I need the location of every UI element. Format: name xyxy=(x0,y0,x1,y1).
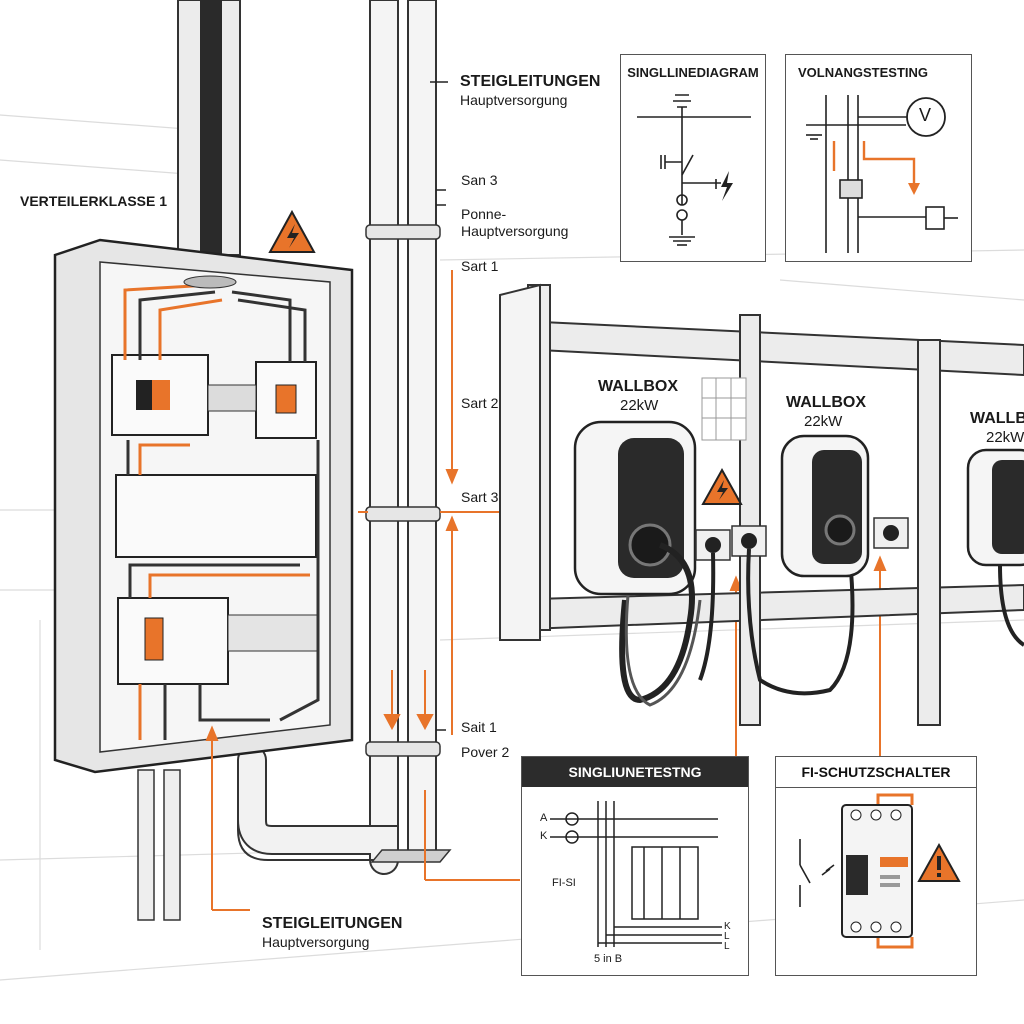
testing-title: SINGLIUNETESTNG xyxy=(522,757,748,787)
voltage-testing-schematic xyxy=(806,95,958,253)
breaker-icon xyxy=(841,804,913,938)
testing-panel: SINGLIUNETESTNG A K FI-SI 5 in B K L L xyxy=(521,756,749,976)
wallbox-2-title: WALLBOX xyxy=(786,394,866,411)
riser-label-ponne: Ponne- xyxy=(461,206,507,222)
riser-ticks xyxy=(430,81,448,731)
testing-phase-k: K xyxy=(540,830,548,842)
single-line-panel: SINGLLINEDIAGRAM xyxy=(620,54,766,262)
wallbox-3-title: WALLBOX xyxy=(970,410,1024,427)
voltage-testing-panel: VOLNANGSTESTING V xyxy=(785,54,972,262)
riser-label-san3: San 3 xyxy=(461,172,498,188)
testing-out-k: K xyxy=(724,921,731,932)
warning-icon xyxy=(917,842,961,882)
riser-duct xyxy=(177,0,452,875)
testing-fi-label: FI-SI xyxy=(552,877,576,889)
testing-phase-a: A xyxy=(540,812,548,824)
voltage-testing-title: VOLNANGSTESTING xyxy=(798,65,929,80)
wallbox-1-power: 22kW xyxy=(620,397,659,414)
breaker-row-top xyxy=(111,354,317,439)
testing-out-l2: L xyxy=(724,941,730,952)
wallbox-2-power: 22kW xyxy=(804,413,843,430)
cabinet-title: VERTEILERKLASSE 1 xyxy=(20,193,168,209)
wallbox-frame xyxy=(499,283,1024,726)
riser-label-pover2: Pover 2 xyxy=(461,744,510,760)
wallbox-1-title: WALLBOX xyxy=(598,378,678,395)
warning-icon xyxy=(268,209,316,253)
riser-top-subtitle: Hauptversorgung xyxy=(460,92,568,108)
riser-label-sart2: Sart 2 xyxy=(461,395,499,411)
testing-schematic xyxy=(550,801,722,947)
warning-icon xyxy=(701,467,743,505)
voltmeter-symbol: V xyxy=(919,105,932,125)
riser-bottom-title: STEIGLEITUNGEN xyxy=(262,915,403,932)
rcd-panel: FI-SCHUTZSCHALTER xyxy=(775,756,977,976)
cabinet-wiring xyxy=(123,283,320,740)
riser-top-title: STEIGLEITUNGEN xyxy=(460,73,601,90)
single-line-schematic xyxy=(637,94,751,246)
lightning-icon xyxy=(721,171,733,201)
riser-label-ponne-sub: Hauptversorgung xyxy=(461,223,569,239)
riser-label-sart1: Sart 1 xyxy=(461,258,499,274)
riser-label-sait1: Sait 1 xyxy=(461,719,497,735)
distribution-cabinet xyxy=(53,238,354,774)
feeder-pipes xyxy=(137,769,181,921)
riser-bottom-subtitle: Hauptversorgung xyxy=(262,934,370,950)
breaker-row-middle xyxy=(115,474,317,558)
testing-bottom-label: 5 in B xyxy=(594,953,623,965)
wallbox-3-power: 22kW xyxy=(986,429,1024,446)
voltmeter-icon xyxy=(906,97,946,137)
breaker-row-bottom xyxy=(117,597,319,685)
rcd-schematic xyxy=(799,793,961,949)
rcd-title: FI-SCHUTZSCHALTER xyxy=(776,757,976,788)
wallbox-unit-1 xyxy=(573,420,855,707)
wallbox-unit-3 xyxy=(966,448,1024,647)
single-line-title: SINGLLINEDIAGRAM xyxy=(627,65,759,80)
wall-grid-sign xyxy=(701,377,747,441)
testing-out-l1: L xyxy=(724,931,730,942)
wallbox-unit-2 xyxy=(780,434,909,578)
riser-label-sart3: Sart 3 xyxy=(461,489,499,505)
